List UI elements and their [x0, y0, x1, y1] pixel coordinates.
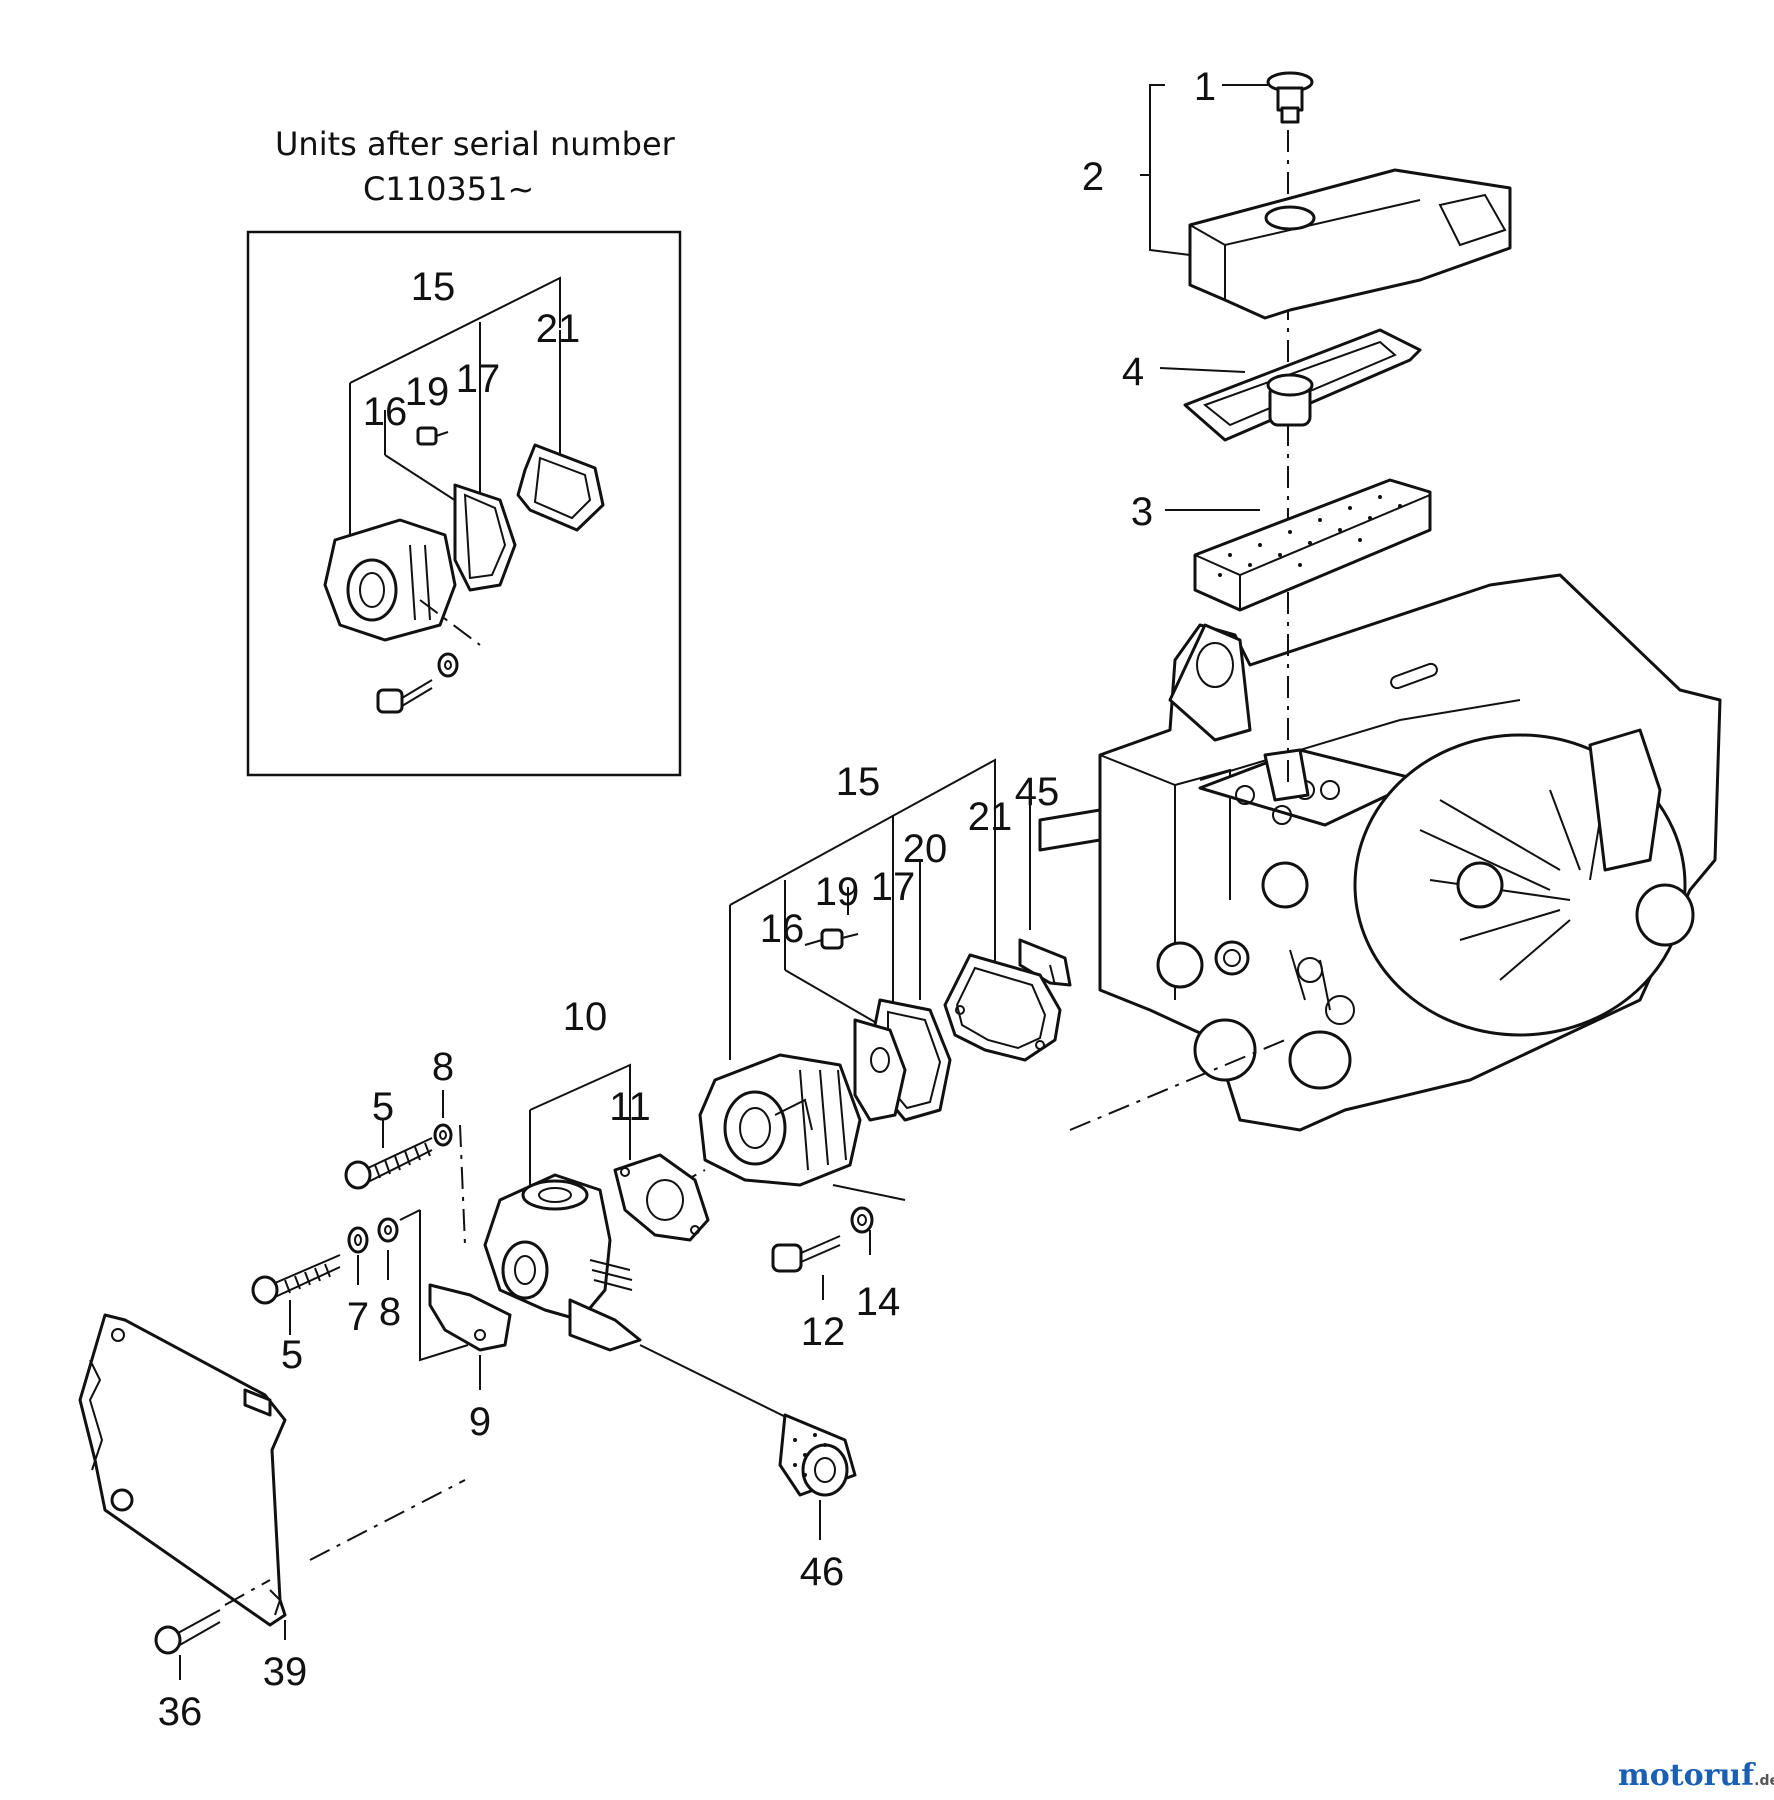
screw-36-axis	[224, 1579, 271, 1606]
callout-4: 4	[1122, 350, 1144, 394]
leader-4	[1159, 367, 1246, 373]
fuel-filter-dots	[793, 1433, 827, 1477]
part-9-throttle-plate	[428, 1283, 512, 1352]
callout-1: 1	[1194, 65, 1216, 109]
watermark-logo: motoruf.de	[1618, 1758, 1774, 1793]
watermark-suffix: .de	[1754, 1773, 1774, 1789]
callout-3: 3	[1131, 490, 1153, 534]
inset-axis	[419, 599, 481, 646]
inset-cylinder	[323, 518, 457, 642]
part-21-gasket	[943, 953, 1062, 1062]
part-8-washer-lower	[377, 1217, 399, 1243]
part-8-washer-upper	[433, 1123, 453, 1147]
leader-16	[784, 969, 881, 1026]
callout-8b: 8	[379, 1290, 401, 1334]
callout-11: 11	[609, 1085, 651, 1129]
callout-14: 14	[856, 1280, 901, 1324]
leader-14-top	[832, 1184, 906, 1201]
part-14-washer	[850, 1206, 874, 1234]
callout-39: 39	[263, 1650, 308, 1694]
inset-callout-15: 15	[411, 265, 456, 309]
callout-19: 19	[815, 870, 860, 914]
callout-15: 15	[836, 760, 881, 804]
callout-21: 21	[968, 795, 1013, 839]
bracket-9	[419, 1210, 469, 1362]
inset-spacer	[453, 483, 517, 592]
inset-screw	[376, 679, 433, 714]
callout-10: 10	[563, 995, 608, 1039]
part-36-screw	[154, 1609, 221, 1655]
inset-panel: Units after serial number C110351~ 15 21…	[246, 125, 682, 777]
inset-caption-line2: C110351~	[363, 170, 534, 208]
inset-callout-21: 21	[536, 307, 581, 351]
watermark-brand: motoruf	[1618, 1758, 1756, 1793]
inset-caption-line1: Units after serial number	[275, 125, 676, 163]
callout-17: 17	[871, 865, 916, 909]
inset-callout-19: 19	[405, 370, 450, 414]
crankcase-body	[1038, 573, 1722, 1132]
part-5-bolt-upper	[344, 1137, 433, 1190]
callout-5a: 5	[372, 1085, 394, 1129]
part-17-insulator	[853, 1018, 907, 1122]
callout-20: 20	[903, 827, 948, 871]
part-12-screw	[771, 1235, 841, 1273]
callout-16: 16	[760, 907, 805, 951]
carb-stud-axis	[459, 1124, 466, 1246]
part-1-screw	[1266, 71, 1314, 124]
part-45-bracket	[1018, 938, 1072, 987]
part-3-filter-element	[1193, 478, 1432, 612]
part-4-filter-plate	[1183, 328, 1422, 442]
part-7-lock-washer	[347, 1226, 369, 1254]
part-10-carburetor	[483, 1173, 642, 1352]
inset-bracket-15	[349, 276, 561, 384]
part-5-bolt-lower	[251, 1254, 341, 1305]
filter-dots	[1218, 495, 1402, 577]
part-19-bolt	[804, 928, 859, 950]
callout-7: 7	[347, 1295, 369, 1339]
part-46-fuel-filter	[778, 1413, 857, 1497]
cylinder-axis	[1069, 1039, 1286, 1131]
inset-gasket	[516, 443, 605, 532]
callout-36: 36	[158, 1690, 203, 1734]
inset-frame	[246, 230, 682, 777]
inset-callout-17: 17	[456, 357, 501, 401]
callout-2: 2	[1082, 155, 1104, 199]
bracket-10	[529, 1063, 631, 1145]
callout-5b: 5	[281, 1333, 303, 1377]
callout-8a: 8	[432, 1045, 454, 1089]
part-16-cylinder	[698, 1053, 862, 1187]
callout-9: 9	[469, 1400, 491, 1444]
bracket-9-top	[399, 1209, 421, 1221]
part-39-side-cover	[78, 1313, 287, 1627]
callout-12: 12	[801, 1310, 846, 1354]
svg-text:motoruf.de: motoruf.de	[1618, 1758, 1774, 1793]
leader-2-bracket	[1149, 84, 1191, 256]
fuel-line	[639, 1344, 813, 1431]
part-11-insulator-gasket	[613, 1153, 710, 1242]
inset-bolt-19	[416, 426, 449, 446]
callout-46: 46	[800, 1550, 845, 1594]
callout-45: 45	[1015, 770, 1060, 814]
cover-axis	[309, 1479, 466, 1561]
inset-callout-16: 16	[363, 390, 408, 434]
part-2-air-cleaner-cover	[1188, 168, 1512, 320]
inset-washer	[437, 652, 459, 678]
